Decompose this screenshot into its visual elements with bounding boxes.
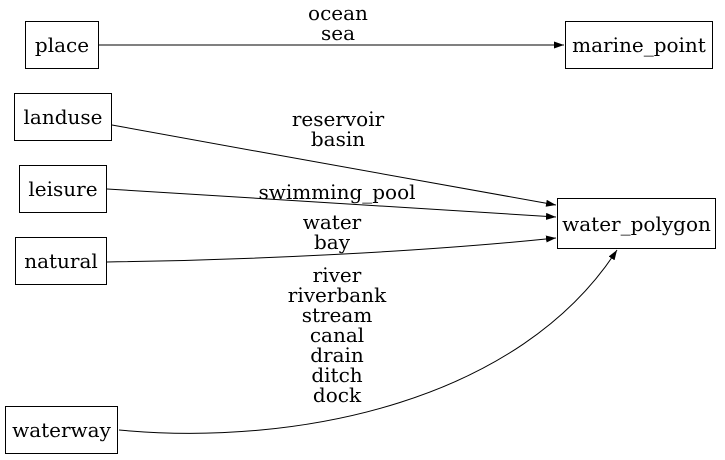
- node-natural-label: natural: [24, 249, 98, 273]
- edge-label-line: riverbank: [287, 283, 387, 307]
- edge-label-line: stream: [301, 303, 373, 327]
- node-marine-point: marine_point: [565, 21, 713, 69]
- edge-label-waterway-values: river riverbank stream canal drain ditch…: [288, 265, 386, 405]
- node-water-polygon-label: water_polygon: [562, 211, 711, 236]
- edge-label-reservoir-basin: reservoir basin: [292, 109, 384, 149]
- edge-label-line: bay: [313, 230, 351, 254]
- edge-label-line: river: [312, 263, 362, 287]
- node-marine-point-label: marine_point: [572, 33, 706, 57]
- edge-natural-water-polygon: [106, 235, 557, 263]
- edge-label-line: dock: [312, 383, 362, 407]
- edge-label-line: sea: [320, 21, 356, 45]
- node-place: place: [25, 21, 99, 69]
- edge-label-line: canal: [309, 323, 365, 347]
- edge-label-line: ocean: [308, 1, 368, 25]
- edge-waterway-water-polygon: [118, 249, 618, 434]
- edge-label-ocean-sea: ocean sea: [308, 3, 368, 43]
- edge-label-water-bay: water bay: [303, 212, 361, 252]
- edge-label-swimming-pool: swimming_pool: [258, 182, 415, 202]
- node-waterway-label: waterway: [12, 418, 111, 442]
- edge-label-line: reservoir: [291, 107, 385, 131]
- node-landuse: landuse: [14, 93, 112, 141]
- edge-label-line: drain: [310, 343, 364, 367]
- node-leisure: leisure: [19, 165, 107, 213]
- node-natural: natural: [15, 237, 107, 285]
- edge-landuse-water-polygon: [111, 124, 557, 207]
- edge-label-line: water: [302, 210, 362, 234]
- edge-label-line: ditch: [311, 363, 363, 387]
- node-waterway: waterway: [5, 406, 118, 454]
- edge-label-line: basin: [310, 127, 366, 151]
- node-water-polygon: water_polygon: [557, 198, 716, 249]
- node-place-label: place: [34, 33, 90, 57]
- edge-leisure-water-polygon: [106, 188, 557, 220]
- edge-label-line: swimming_pool: [258, 180, 416, 204]
- node-landuse-label: landuse: [23, 105, 103, 129]
- node-leisure-label: leisure: [28, 177, 98, 201]
